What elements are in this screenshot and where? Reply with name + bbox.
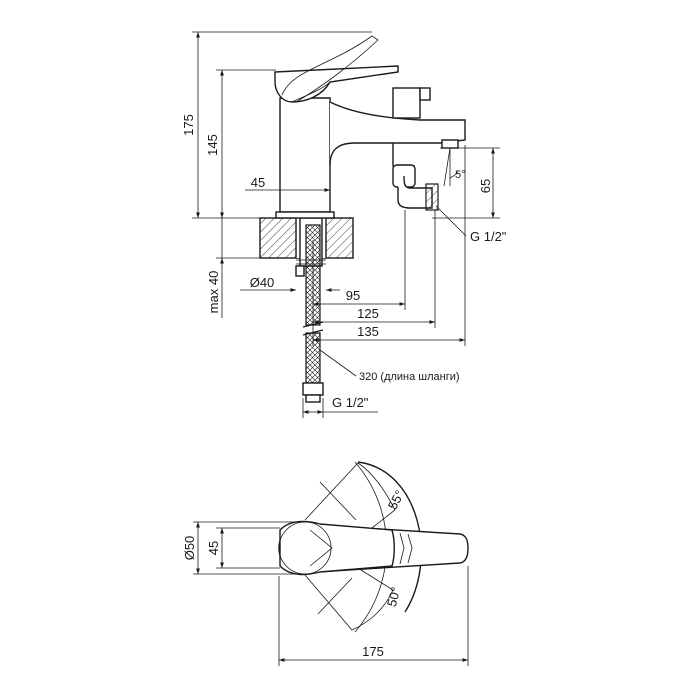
dim-95-label: 95: [346, 288, 360, 303]
dim-spout-height: 145: [205, 69, 276, 218]
front-view: 175 145 45 65 5° G 1/2": [181, 31, 507, 418]
dim-top-diameter: Ø50: [182, 521, 305, 575]
angle-right-label: 50°: [384, 585, 404, 608]
dim-top-width: 45: [206, 527, 280, 569]
dim-outlet-height: 65 5°: [432, 147, 500, 219]
dim-135-label: 135: [357, 324, 379, 339]
dim-hole: Ø40: [240, 275, 340, 292]
top-view: Ø50 45 175 55° 50°: [182, 461, 469, 666]
dim-top-width-label: 45: [206, 541, 221, 555]
dim-125-label: 125: [357, 306, 379, 321]
dim-top-diameter-label: Ø50: [182, 536, 197, 561]
dim-max-thickness: max 40: [206, 218, 260, 318]
dim-outlet-height-label: 65: [478, 179, 493, 193]
dim-top-length: 175: [278, 566, 469, 666]
dim-angle-label: 5°: [455, 169, 466, 181]
thread-outlet-label: G 1/2": [470, 229, 507, 244]
dim-max-thickness-label: max 40: [206, 271, 221, 314]
dim-thread-hose: G 1/2": [302, 395, 378, 418]
mixer-body: [274, 35, 466, 219]
dim-body-width: 45: [245, 175, 330, 198]
dim-hole-label: Ø40: [250, 275, 275, 290]
thread-hose-label: G 1/2": [332, 395, 369, 410]
hose-length-label: 320 (длина шланги): [359, 371, 460, 383]
hose-length-leader: 320 (длина шланги): [319, 349, 460, 383]
dim-horizontal-offsets: 95 125 135: [312, 145, 466, 346]
dim-body-width-label: 45: [251, 175, 265, 190]
dim-top-length-label: 175: [362, 644, 384, 659]
thread-outlet-leader: G 1/2": [435, 205, 507, 244]
dim-total-height: 175: [181, 31, 372, 219]
dim-spout-height-label: 145: [205, 134, 220, 156]
dim-total-height-label: 175: [181, 114, 196, 136]
